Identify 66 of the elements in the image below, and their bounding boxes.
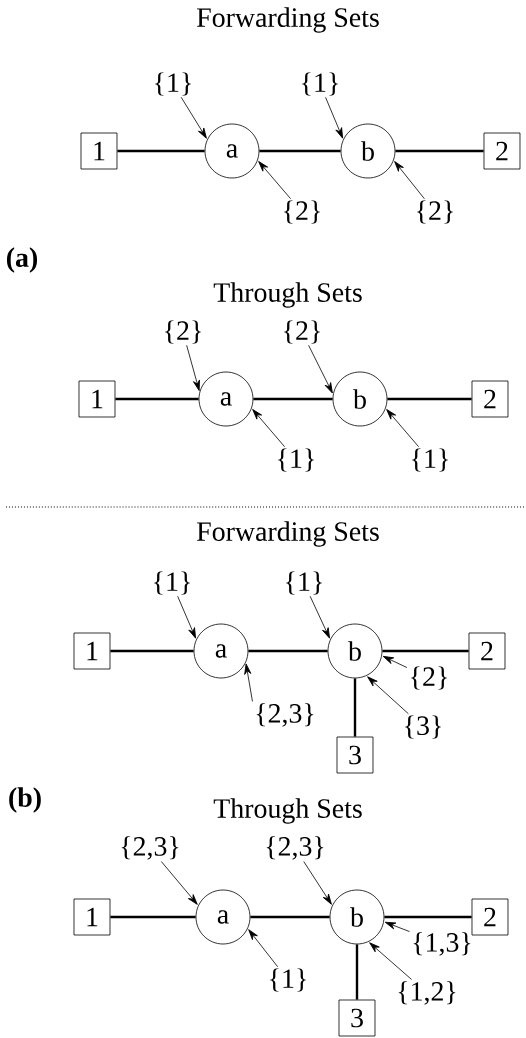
- link-line: [117, 149, 205, 153]
- terminal-box: 1: [78, 380, 116, 418]
- set-label: {1}: [154, 571, 190, 595]
- set-label: {3}: [405, 715, 441, 739]
- terminal-box: 1: [80, 132, 118, 170]
- link-line: [259, 149, 341, 153]
- terminal-box: 2: [468, 632, 506, 670]
- section-title: Through Sets: [213, 282, 362, 308]
- link-line: [353, 678, 357, 737]
- link-line: [355, 944, 359, 1000]
- link-line: [384, 915, 472, 919]
- link-line: [395, 149, 484, 153]
- terminal-box: 1: [73, 632, 111, 670]
- leader-arrow: [386, 409, 420, 448]
- leader-arrow: [309, 595, 330, 639]
- leader-arrow: [394, 161, 425, 200]
- terminal-box: 2: [483, 132, 521, 170]
- set-label: {2,3}: [256, 703, 314, 727]
- set-label: {1}: [302, 72, 338, 96]
- link-line: [387, 397, 472, 401]
- leader-arrow: [258, 161, 292, 200]
- leader-arrow: [252, 409, 286, 448]
- leader-arrow: [308, 344, 333, 394]
- link-line: [250, 915, 330, 919]
- link-line: [115, 397, 199, 401]
- leader-arrow: [369, 942, 412, 980]
- set-label: {2}: [411, 666, 447, 690]
- section-title: Through Sets: [213, 798, 362, 824]
- leader-arrow: [325, 96, 344, 139]
- link-line: [110, 915, 196, 919]
- set-label: {1}: [155, 72, 191, 96]
- set-label: {2}: [284, 200, 320, 224]
- terminal-box: 2: [471, 898, 509, 936]
- set-label: {1,2}: [398, 981, 456, 1005]
- leader-arrow: [160, 861, 198, 905]
- section-title: Forwarding Sets: [197, 521, 379, 547]
- set-label: {2}: [417, 200, 453, 224]
- leader-arrow: [303, 861, 332, 905]
- leader-arrow: [180, 96, 207, 139]
- set-label: {1,3}: [413, 932, 471, 956]
- panel-label: (b): [9, 787, 41, 813]
- link-line: [382, 649, 469, 653]
- set-label: {2,3}: [121, 836, 179, 860]
- section-title: Forwarding Sets: [197, 7, 379, 33]
- leader-arrow: [384, 921, 410, 932]
- panel-label: (a): [6, 247, 38, 273]
- terminal-box: 2: [471, 380, 509, 418]
- leader-arrow: [382, 655, 408, 668]
- set-label: {1}: [412, 448, 448, 472]
- set-label: {2}: [284, 320, 320, 344]
- terminal-box: 3: [338, 999, 376, 1037]
- leader-arrow: [177, 595, 197, 639]
- set-label: {1}: [270, 968, 306, 992]
- leader-arrow: [244, 663, 253, 702]
- set-label: {1}: [278, 448, 314, 472]
- link-line: [248, 649, 328, 653]
- link-line: [110, 649, 194, 653]
- set-label: {2}: [165, 320, 201, 344]
- link-line: [253, 397, 333, 401]
- leader-arrow: [186, 344, 200, 391]
- set-label: {1}: [286, 571, 322, 595]
- terminal-box: 3: [336, 736, 374, 774]
- leader-arrow: [367, 676, 409, 715]
- terminal-box: 1: [73, 898, 111, 936]
- leader-arrow: [248, 929, 279, 968]
- set-label: {2,3}: [266, 836, 324, 860]
